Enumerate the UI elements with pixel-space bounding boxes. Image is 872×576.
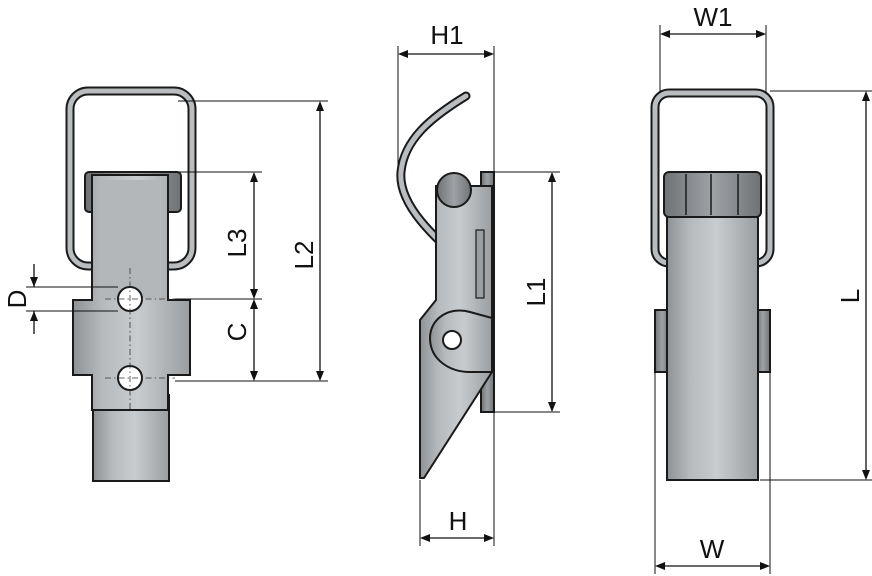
label-h: H <box>449 506 468 536</box>
label-w: W <box>700 534 725 564</box>
back-view <box>650 88 775 481</box>
label-d: D <box>2 290 32 309</box>
side-pivot-upper <box>436 172 472 208</box>
back-hinge <box>663 171 762 218</box>
label-c: C <box>222 323 252 342</box>
label-h1: H1 <box>430 20 463 50</box>
back-dimensions: W1 L W <box>654 2 872 574</box>
side-hole <box>442 330 462 350</box>
side-dimensions: H1 L1 H <box>397 20 560 546</box>
label-l2: L2 <box>289 241 319 270</box>
back-plate <box>666 209 759 481</box>
side-view <box>396 91 495 479</box>
front-dimensions: L2 L3 C D <box>2 100 328 382</box>
front-view <box>65 86 197 482</box>
label-l: L <box>835 289 865 303</box>
label-l3: L3 <box>222 229 252 258</box>
label-l1: L1 <box>521 278 551 307</box>
label-w1: W1 <box>694 2 733 32</box>
